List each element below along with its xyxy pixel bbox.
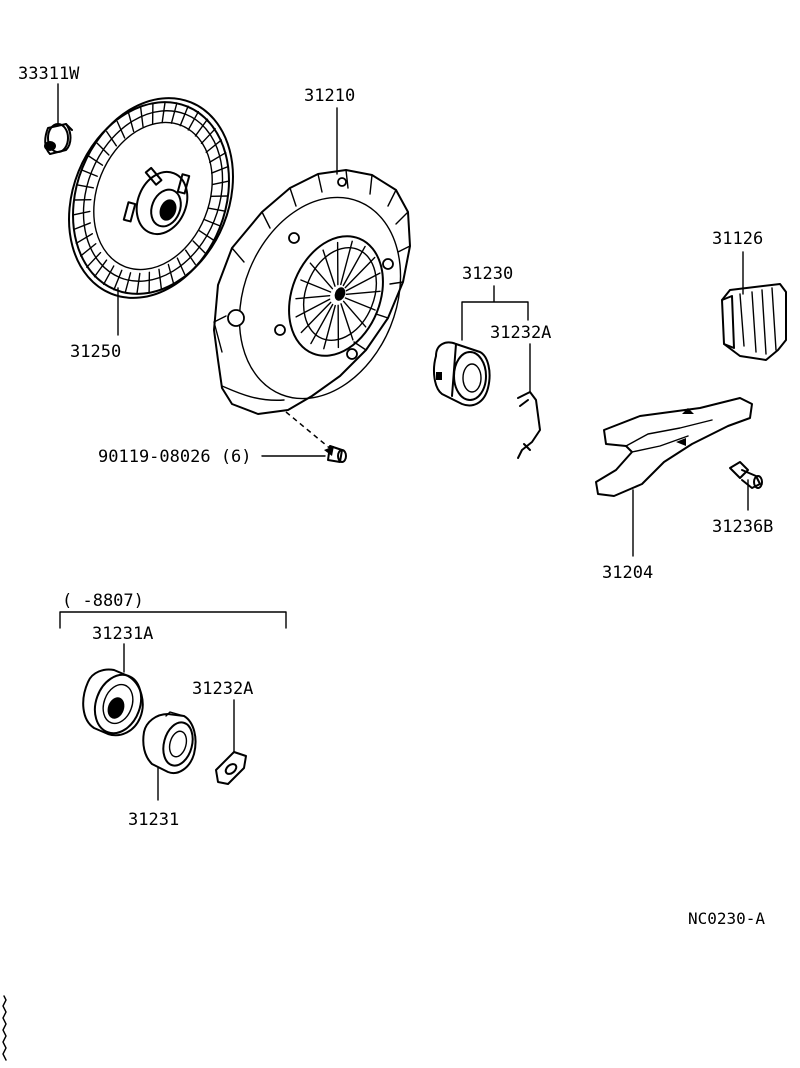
label-31231: 31231 <box>128 810 179 830</box>
label-31236b: 31236B <box>712 517 773 537</box>
boot-icon <box>721 283 787 361</box>
pressure-plate-cover-icon <box>213 169 411 415</box>
scan-edge-artifact <box>2 995 7 1061</box>
group-bracket <box>59 611 287 629</box>
bracket-31230 <box>461 285 529 341</box>
clip-icon <box>215 751 247 785</box>
release-bearing-hub-icon <box>433 341 491 407</box>
label-31230: 31230 <box>462 264 513 284</box>
label-31250: 31250 <box>70 342 121 362</box>
clutch-disc-icon <box>68 97 234 299</box>
release-bearing-icon <box>82 668 144 737</box>
label-31232a-top: 31232A <box>490 323 551 343</box>
pivot-stud-icon <box>729 461 763 489</box>
clip-icon <box>517 391 541 459</box>
release-fork-icon <box>595 397 753 497</box>
pilot-bearing-icon <box>44 123 73 155</box>
bolt-icon <box>324 445 347 463</box>
diagram-code: NC0230-A <box>688 909 765 928</box>
label-90119: 90119-08026 (6) <box>98 447 252 467</box>
date-range-label: ( -8807) <box>62 591 144 611</box>
label-31204: 31204 <box>602 563 653 583</box>
label-31232a-bottom: 31232A <box>192 679 253 699</box>
label-31210: 31210 <box>304 86 355 106</box>
label-33311w: 33311W <box>18 64 80 84</box>
bearing-hub-icon <box>142 711 197 774</box>
label-31126: 31126 <box>712 229 763 249</box>
label-31231a: 31231A <box>92 624 153 644</box>
bolt-dashed-leader <box>285 411 333 451</box>
